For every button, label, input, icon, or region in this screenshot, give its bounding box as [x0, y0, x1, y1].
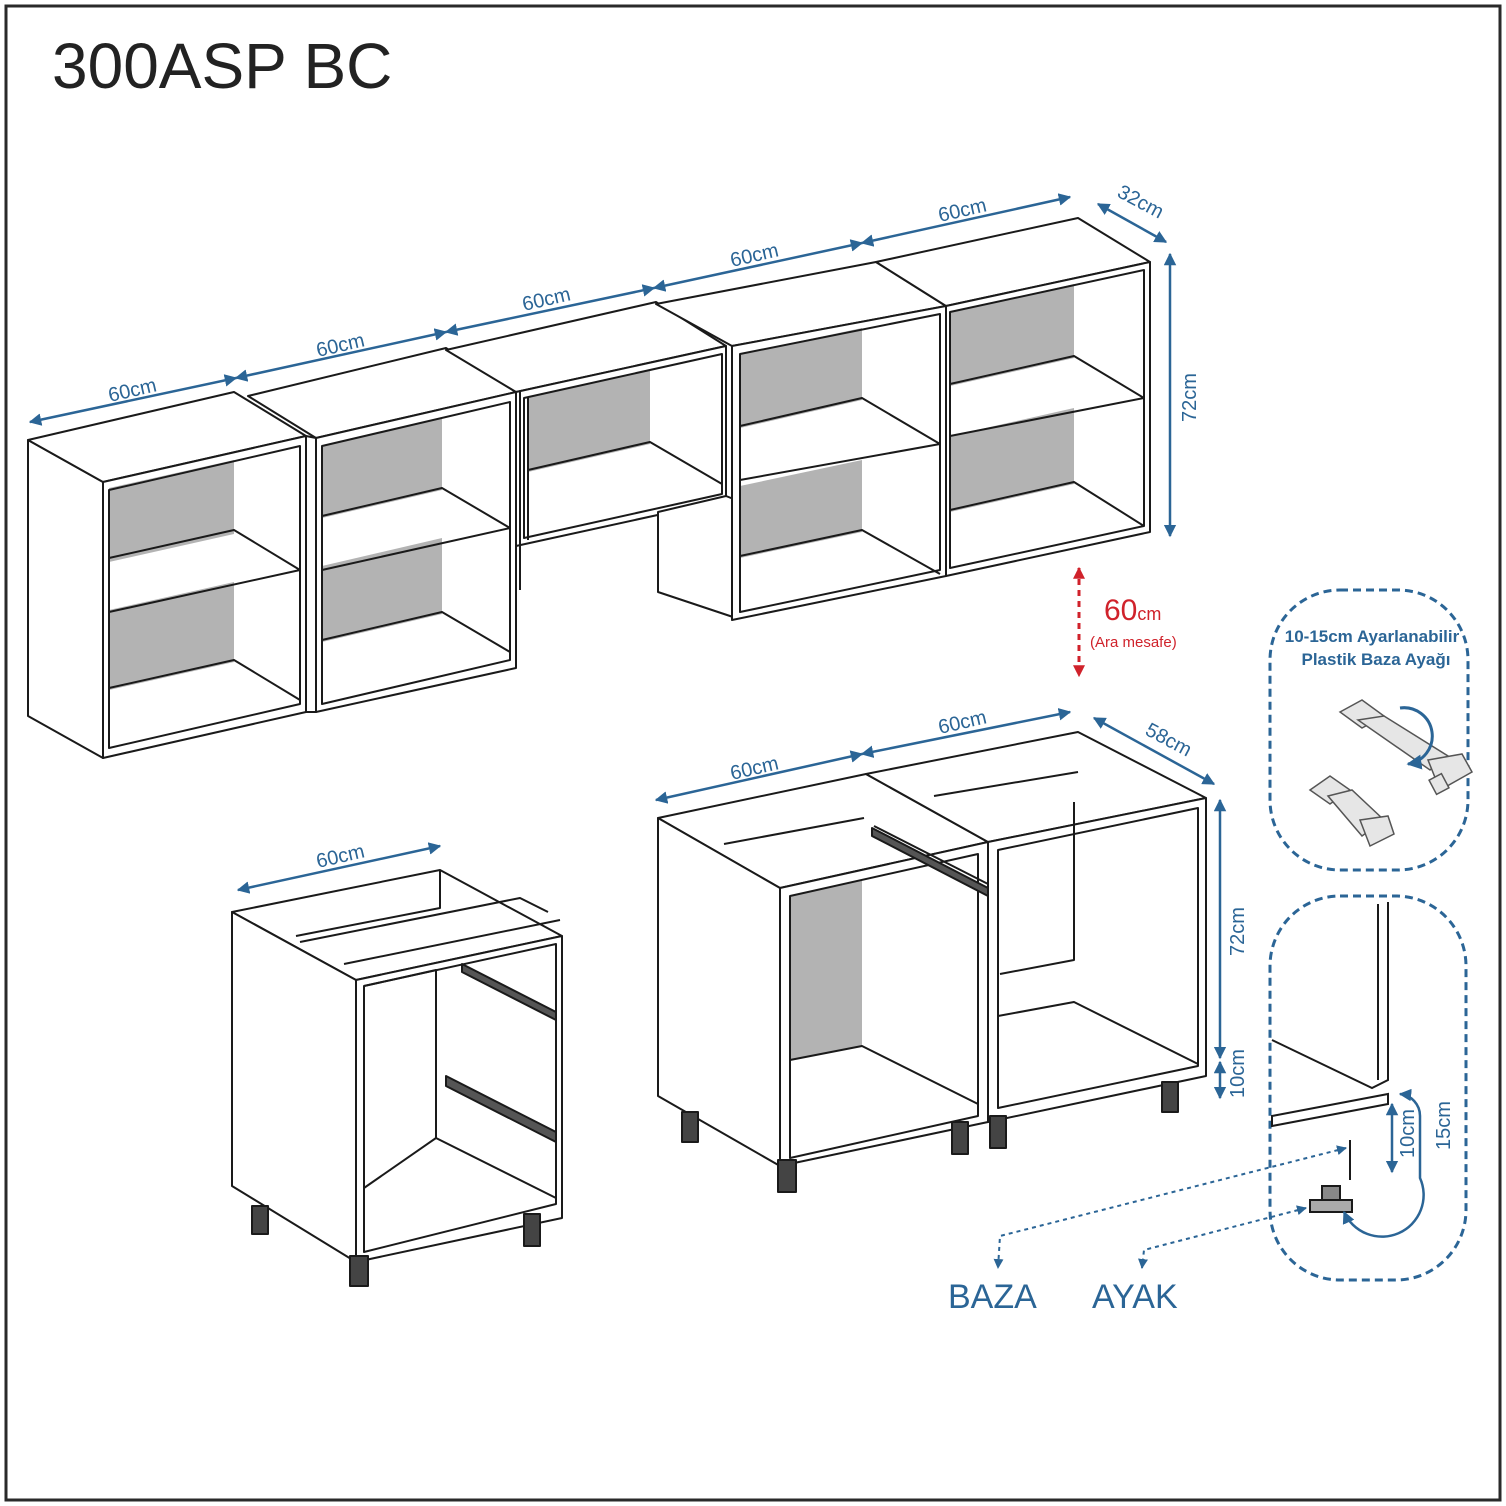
- lower-single-cabinet: [231, 869, 563, 1287]
- adjustable-leg-small: [1308, 775, 1395, 848]
- upper-cabinet-box: [657, 495, 737, 619]
- upper-width-label-2: 60cm: [314, 329, 367, 361]
- ayak-label: AYAK: [1092, 1278, 1178, 1316]
- page-border: [4, 4, 1502, 1502]
- lower-corner-height-label: 72cm: [1227, 907, 1249, 956]
- gap-unit: cm: [1137, 604, 1161, 624]
- leg-note-line1: 10-15cm Ayarlanabilir: [1285, 627, 1460, 646]
- leg-note-line2: Plastik Baza Ayağı: [1302, 650, 1451, 669]
- gap-note: (Ara mesafe): [1090, 634, 1177, 651]
- lower-corner-dimension-lines: [654, 708, 1227, 1100]
- baza-label: BAZA: [948, 1278, 1037, 1316]
- lower-corner-width-label-1: 60cm: [728, 752, 781, 784]
- lower-corner-depth-label: 58cm: [1142, 719, 1196, 761]
- upper-cabinets: [27, 217, 1151, 759]
- plinth-detail-box: 10cm 15cm: [1268, 894, 1468, 1282]
- lower-corner-dimension-labels: 60cm 60cm 58cm 72cm 10cm: [728, 706, 1249, 1098]
- upper-cabinet-1: [27, 391, 307, 759]
- upper-width-label-1: 60cm: [106, 374, 159, 406]
- upper-dimension-lines: [28, 193, 1177, 538]
- upper-cabinet-4: [655, 261, 947, 621]
- upper-cabinet-2: [247, 347, 517, 713]
- leg-detail-box: 10-15cm Ayarlanabilir Plastik Baza Ayağı: [1268, 588, 1474, 872]
- plinth-pointers: [993, 1145, 1347, 1269]
- detail-10-label: 10cm: [1397, 1109, 1419, 1158]
- detail-15-label: 15cm: [1433, 1101, 1455, 1150]
- plinth-height-label: 10cm: [1227, 1049, 1249, 1098]
- gap-indicator: 60cm (Ara mesafe): [1073, 566, 1177, 678]
- lower-corner-cabinet: [657, 731, 1207, 1193]
- page-title: 300ASP BC: [52, 30, 392, 102]
- upper-cabinet-5: [875, 217, 1151, 577]
- upper-cabinet-3: [445, 301, 727, 590]
- gap-value: 60cm: [1104, 594, 1161, 627]
- rotate-arrow-icon: [1399, 706, 1434, 770]
- adjustable-leg-large: [1338, 699, 1474, 796]
- upper-height-label: 72cm: [1179, 373, 1201, 422]
